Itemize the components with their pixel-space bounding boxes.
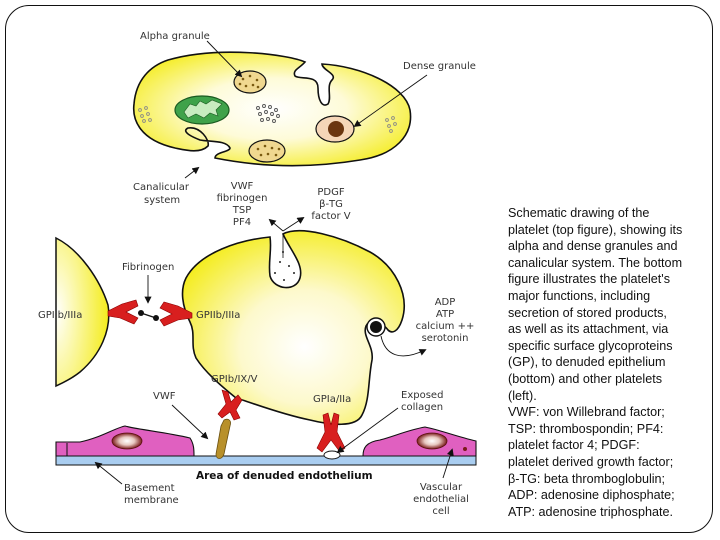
basement-membrane (55, 455, 477, 466)
caption-line: β-TG: beta thromboglobulin; (508, 471, 666, 486)
caption-line: (bottom) and other platelets (508, 371, 663, 386)
label-vwf: VWF (153, 391, 176, 402)
caption-line: figure illustrates the platelet's (508, 272, 671, 287)
label-exposed-2: collagen (401, 402, 443, 413)
dense-product: β-TG (319, 199, 343, 210)
label-gpIaIIa: GPIa/IIa (313, 394, 351, 405)
figure-caption: Schematic drawing of the platelet (top fi… (508, 205, 713, 520)
arrow-vascular (442, 448, 454, 479)
label-vascular-3: cell (432, 506, 449, 517)
endothelial-nucleus (416, 432, 448, 450)
alpha-product: VWF (231, 181, 254, 192)
label-vascular-1: Vascular (420, 482, 463, 493)
arrow-dense-secretion (282, 217, 305, 232)
arrow-alpha-secretion (268, 218, 284, 232)
caption-line: VWF: von Willebrand factor; (508, 405, 665, 420)
label-canalicular-2: system (144, 195, 180, 206)
dense-release-product: ADP (435, 297, 456, 308)
label-basement-2: membrane (124, 495, 179, 506)
mitochondrion-cristae (183, 99, 223, 119)
caption-line: as well as its attachment, via (508, 322, 669, 337)
fibrinogen-molecule (138, 310, 159, 321)
dense-granule-core (328, 121, 344, 137)
gpIIbIIIa-receptor-left (107, 299, 139, 325)
dense-release-product: ATP (436, 309, 454, 320)
caption-line: specific surface glycoproteins (508, 338, 673, 353)
top-platelet (132, 51, 412, 167)
dense-product: factor V (311, 211, 350, 222)
gpIb-receptor (217, 389, 243, 421)
arrow-vwf (171, 404, 209, 440)
caption-line: platelet (top figure), showing its (508, 222, 683, 237)
arrow-dense-release (380, 335, 427, 357)
caption-line: alpha and dense granules and (508, 239, 678, 254)
alpha-granule (248, 139, 286, 163)
gpIIbIIIa-receptor-right (159, 301, 193, 327)
caption-line: secretion of stored products, (508, 305, 667, 320)
label-canalicular-1: Canalicular (133, 182, 190, 193)
arrow-alpha-granule (206, 40, 243, 78)
dense-product: PDGF (317, 187, 344, 198)
dense-granule-core (370, 321, 382, 333)
dense-release-product: calcium ++ (416, 321, 475, 332)
arrow-exposed-collagen (336, 407, 399, 454)
label-gpIIbIIIa-right: GPIIb/IIIa (196, 310, 240, 321)
alpha-product: fibrinogen (217, 193, 268, 204)
activated-platelet (181, 230, 405, 426)
caption-line: major functions, including (508, 288, 651, 303)
label-dense-granule: Dense granule (403, 61, 476, 72)
organelle (463, 447, 467, 451)
secretory-granule-contents (274, 251, 295, 281)
label-exposed-1: Exposed (401, 390, 443, 401)
glycogen-cluster (138, 106, 152, 123)
caption-line: (GP), to denuded epithelium (508, 355, 666, 370)
label-alpha-granule: Alpha granule (140, 31, 210, 42)
arrow-canalicular (184, 166, 200, 179)
vwf-molecule (215, 418, 231, 459)
label-vascular-2: endothelial (413, 494, 469, 505)
exposed-collagen (323, 450, 341, 460)
label-gpIIbIIIa-left: GPIIb/IIIa (38, 310, 82, 321)
glycogen-cluster (385, 116, 397, 133)
caption-line: platelet factor 4; PDGF: (508, 438, 640, 453)
left-platelet (55, 236, 110, 388)
slide-frame (5, 5, 713, 533)
dense-release-product: serotonin (422, 333, 469, 344)
label-fibrinogen: Fibrinogen (122, 262, 174, 273)
caption-line: (left). (508, 388, 537, 403)
caption-line: Schematic drawing of the (508, 206, 650, 220)
glycogen-cluster (256, 104, 280, 123)
label-gpIb: GPIb/IX/V (211, 374, 258, 385)
alpha-product: TSP (232, 205, 252, 216)
endothelial-nucleus (111, 432, 143, 450)
arrow-basement (94, 461, 123, 485)
arrow-dense-granule (353, 74, 428, 128)
gpIaIIa-receptor (316, 412, 346, 453)
caption-line: ADP: adenosine diphosphate; (508, 488, 675, 503)
caption-line: canalicular system. The bottom (508, 255, 683, 270)
caption-line: platelet derived growth factor; (508, 454, 674, 469)
label-denuded-area: Area of denuded endothelium (196, 470, 373, 482)
caption-line: ATP: adenosine triphosphate. (508, 504, 673, 519)
caption-line: TSP: thrombospondin; PF4: (508, 421, 664, 436)
alpha-product: PF4 (233, 217, 251, 228)
label-basement-1: Basement (124, 483, 175, 494)
